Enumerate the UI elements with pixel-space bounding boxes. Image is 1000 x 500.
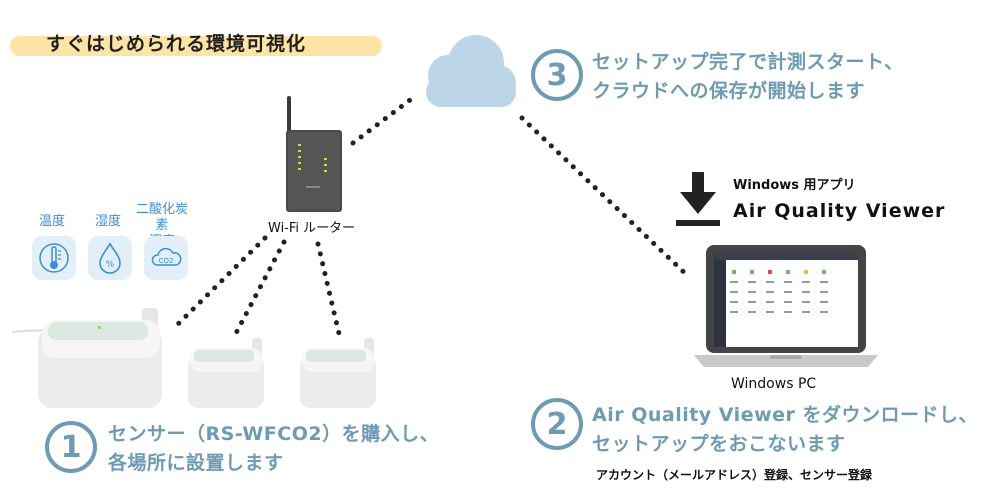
humidity-drop-icon: %	[88, 236, 132, 280]
metric-humidity-label: 湿度	[94, 214, 121, 229]
pc-label: Windows PC	[731, 376, 817, 392]
svg-text:%: %	[106, 260, 115, 270]
laptop-image	[694, 245, 878, 367]
account-note: アカウント（メールアドレス）登録、センサー登録	[596, 468, 873, 482]
download-app-name: Air Quality Viewer	[733, 200, 946, 222]
line-router-sensor2	[232, 239, 287, 338]
line-cloud-pc	[519, 115, 693, 281]
sensor-medium	[188, 338, 264, 408]
router-label: Wi-Fi ルーター	[268, 221, 356, 236]
step-2-text: Air Quality Viewer をダウンロードし、 セットアップをおこない…	[592, 404, 979, 455]
download-icon	[676, 172, 720, 226]
sensors-image	[12, 308, 376, 408]
step-3-text: セットアップ完了で計測スタート、 クラウドへの保存が開始します	[592, 51, 904, 102]
line-router-sensor3	[315, 241, 343, 341]
co2-cloud-icon: CO2	[144, 236, 188, 280]
sensor-small	[300, 338, 376, 408]
headline: すぐはじめられる環境可視化	[46, 33, 307, 55]
step-3-number: 3	[531, 49, 583, 101]
download-app-caption: Windows 用アプリ	[733, 178, 856, 193]
sensor-large	[38, 308, 162, 408]
thermometer-icon	[32, 236, 76, 280]
step-1-number: 1	[45, 421, 97, 473]
cloud-icon	[426, 35, 516, 107]
headline-highlight	[10, 36, 382, 56]
metric-temperature-label: 温度	[38, 214, 65, 229]
svg-text:CO2: CO2	[159, 257, 174, 265]
step-1-text: センサー（RS-WFCO2）を購入し、 各場所に設置します	[108, 423, 440, 474]
wifi-router-image	[286, 96, 342, 212]
line-router-cloud	[350, 97, 413, 146]
step-2-number: 2	[531, 398, 583, 450]
line-router-sensor1	[169, 235, 268, 333]
